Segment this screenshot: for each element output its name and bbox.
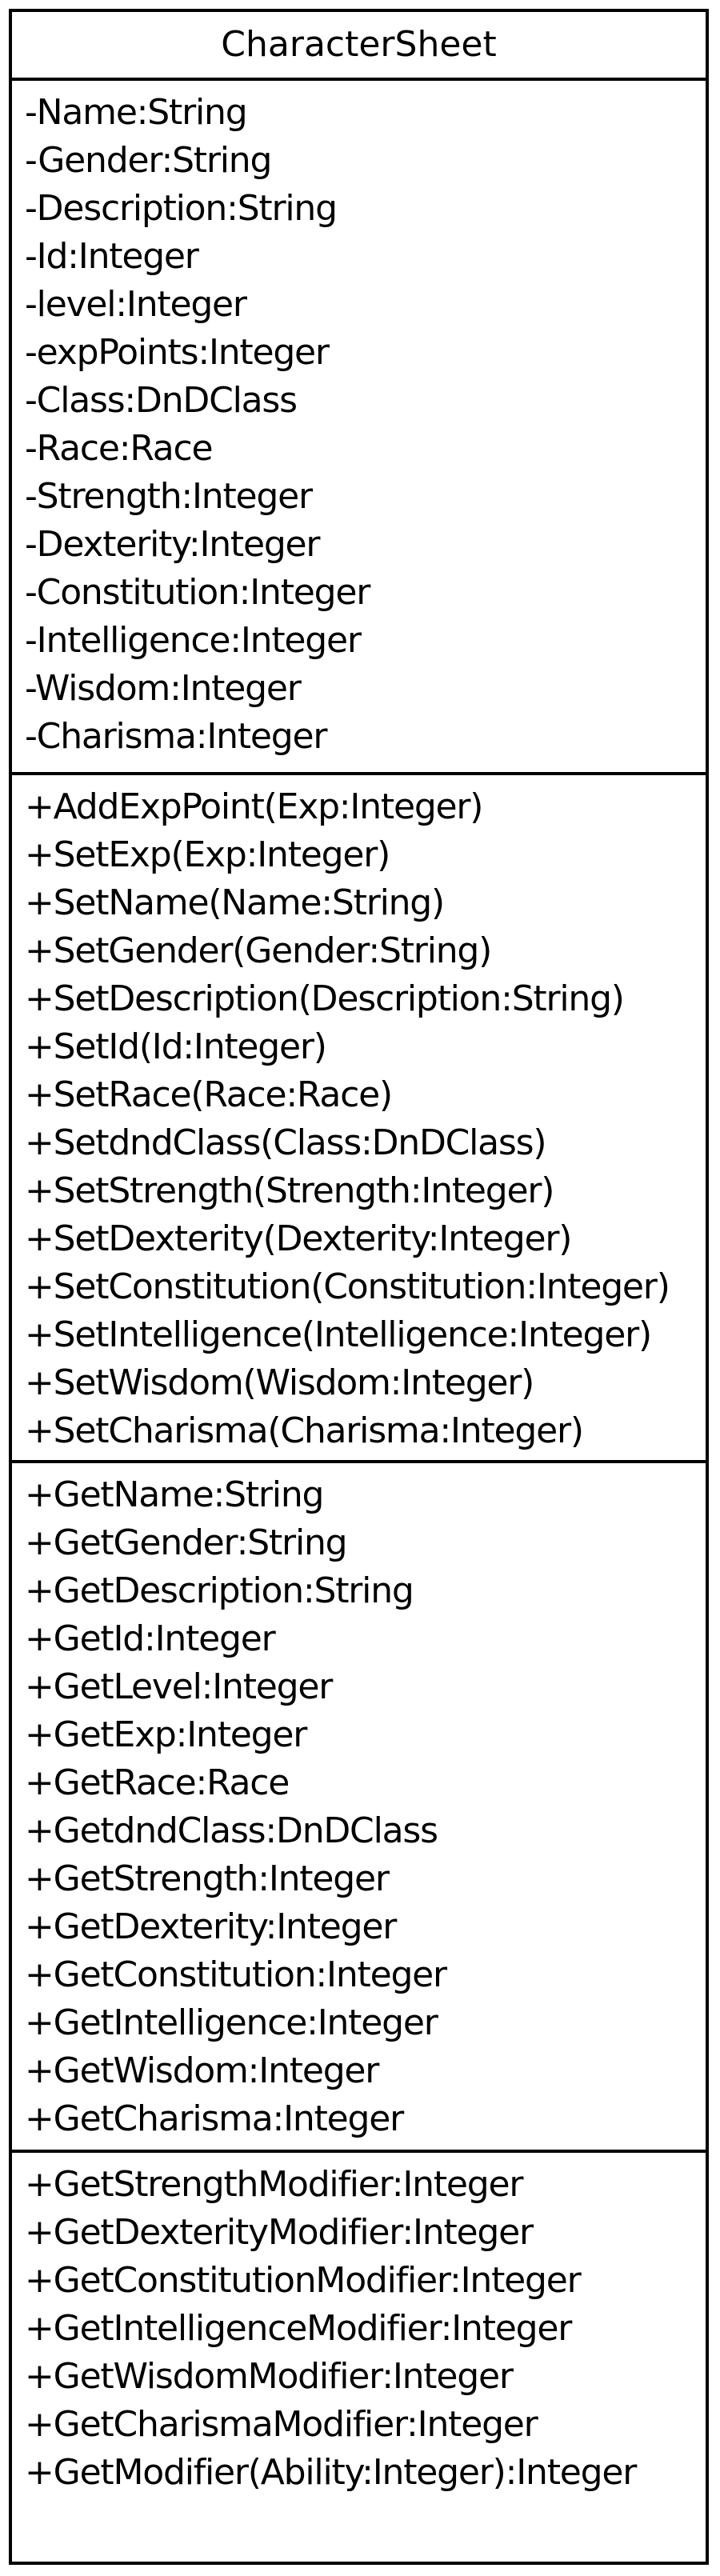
attribute-item: -Description:String xyxy=(25,188,338,229)
setter-method-item: +SetDescription(Description:String) xyxy=(25,978,625,1019)
modifier-method-item: +GetConstitutionModifier:Integer xyxy=(25,2260,582,2301)
attributes-compartment: -Name:String -Gender:String -Description… xyxy=(12,81,706,775)
getter-method-item: +GetExp:Integer xyxy=(25,1714,307,1755)
setter-method-item: +SetDexterity(Dexterity:Integer) xyxy=(25,1218,572,1259)
attribute-item: -level:Integer xyxy=(25,284,247,325)
modifier-method-item: +GetDexterityModifier:Integer xyxy=(25,2212,534,2253)
setter-method-item: +AddExpPoint(Exp:Integer) xyxy=(25,786,483,827)
class-name: CharacterSheet xyxy=(221,24,497,65)
modifier-method-item: +GetCharismaModifier:Integer xyxy=(25,2404,538,2445)
getter-method-item: +GetLevel:Integer xyxy=(25,1666,333,1707)
getter-method-item: +GetRace:Race xyxy=(25,1762,290,1803)
setter-method-item: +SetCharisma(Charisma:Integer) xyxy=(25,1410,584,1451)
setter-method-item: +SetName(Name:String) xyxy=(25,882,445,923)
setter-method-item: +SetdndClass(Class:DnDClass) xyxy=(25,1122,547,1163)
setter-methods-compartment: +AddExpPoint(Exp:Integer) +SetExp(Exp:In… xyxy=(12,775,706,1463)
setter-method-item: +SetIntelligence(Intelligence:Integer) xyxy=(25,1314,652,1355)
class-header: CharacterSheet xyxy=(12,12,706,81)
modifier-method-item: +GetStrengthModifier:Integer xyxy=(25,2164,523,2205)
setter-method-item: +SetWisdom(Wisdom:Integer) xyxy=(25,1362,534,1403)
attribute-item: -Constitution:Integer xyxy=(25,572,370,613)
attribute-item: -Wisdom:Integer xyxy=(25,668,302,709)
attribute-item: -expPoints:Integer xyxy=(25,332,330,373)
attribute-item: -Class:DnDClass xyxy=(25,380,298,421)
attribute-item: -Id:Integer xyxy=(25,236,199,277)
getter-method-item: +GetGender:String xyxy=(25,1522,348,1563)
attribute-item: -Gender:String xyxy=(25,140,272,181)
attribute-item: -Strength:Integer xyxy=(25,476,313,517)
modifier-method-item: +GetIntelligenceModifier:Integer xyxy=(25,2308,572,2349)
setter-method-item: +SetId(Id:Integer) xyxy=(25,1026,327,1067)
getter-method-item: +GetDescription:String xyxy=(25,1570,414,1611)
getter-method-item: +GetdndClass:DnDClass xyxy=(25,1810,438,1851)
getter-method-item: +GetName:String xyxy=(25,1474,324,1515)
attribute-item: -Dexterity:Integer xyxy=(25,524,321,565)
getter-method-item: +GetWisdom:Integer xyxy=(25,2050,379,2091)
getter-method-item: +GetDexterity:Integer xyxy=(25,1906,397,1947)
getter-method-item: +GetConstitution:Integer xyxy=(25,1954,447,1995)
getter-method-item: +GetIntelligence:Integer xyxy=(25,2002,438,2043)
attribute-item: -Name:String xyxy=(25,92,248,133)
getter-methods-compartment: +GetName:String +GetGender:String +GetDe… xyxy=(12,1463,706,2153)
setter-method-item: +SetExp(Exp:Integer) xyxy=(25,834,390,875)
attribute-item: -Charisma:Integer xyxy=(25,716,327,757)
modifier-method-item: +GetWisdomModifier:Integer xyxy=(25,2356,514,2397)
getter-method-item: +GetCharisma:Integer xyxy=(25,2098,404,2139)
attribute-item: -Race:Race xyxy=(25,428,214,469)
setter-method-item: +SetConstitution(Constitution:Integer) xyxy=(25,1266,670,1307)
setter-method-item: +SetRace(Race:Race) xyxy=(25,1074,393,1115)
uml-class-box: CharacterSheet -Name:String -Gender:Stri… xyxy=(9,9,709,2565)
modifier-method-item: +GetModifier(Ability:Integer):Integer xyxy=(25,2452,637,2493)
getter-method-item: +GetStrength:Integer xyxy=(25,1858,390,1899)
setter-method-item: +SetGender(Gender:String) xyxy=(25,930,492,971)
attribute-item: -Intelligence:Integer xyxy=(25,620,362,661)
modifier-methods-compartment: +GetStrengthModifier:Integer +GetDexteri… xyxy=(12,2153,706,2497)
setter-method-item: +SetStrength(Strength:Integer) xyxy=(25,1170,554,1211)
getter-method-item: +GetId:Integer xyxy=(25,1618,276,1659)
